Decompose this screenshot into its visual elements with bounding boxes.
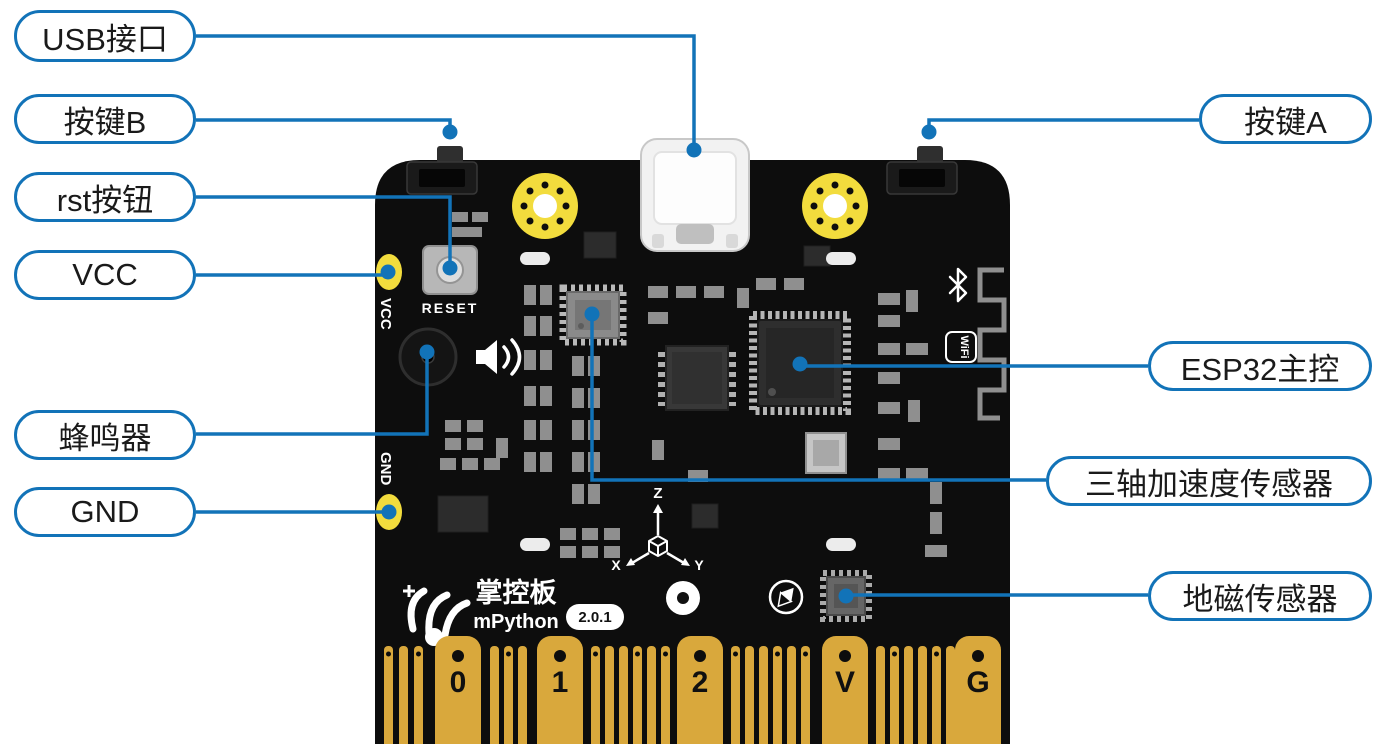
- xyz-axis-icon: Z X Y: [611, 485, 704, 573]
- esp32-dot: [792, 356, 808, 372]
- regulator-chip: [805, 432, 847, 474]
- vcc-pad-label: VCC: [377, 298, 394, 330]
- edge-pin-0: 0: [450, 666, 467, 699]
- flash-chip: [658, 345, 736, 411]
- mounting-hole-right: [802, 173, 868, 239]
- edge-pin-2: 2: [692, 666, 709, 699]
- logo-hand-icon: [403, 585, 471, 646]
- callout-magnetometer: 地磁传感器: [1148, 571, 1372, 621]
- usb-port-dot: [686, 142, 702, 158]
- version-badge: 2.0.1: [566, 604, 624, 630]
- accelerometer-line: [590, 316, 1046, 482]
- board-hole: [666, 581, 700, 615]
- silkscreen-ovals: [520, 252, 856, 551]
- usb-c-connector: [640, 138, 750, 252]
- callout-esp32: ESP32主控: [1148, 341, 1372, 391]
- edge-pin-g: G: [966, 666, 989, 699]
- version-label: 2.0.1: [578, 609, 611, 626]
- buzzer-line: [196, 354, 429, 436]
- callout-usb-port: USB接口: [14, 10, 196, 62]
- small-dark-chips: [437, 231, 831, 533]
- button-b-line: [196, 118, 452, 128]
- logo-cn: 掌控板: [476, 578, 557, 608]
- edge-connector: 0 1 2 V G: [384, 636, 1001, 744]
- button-a-dot: [921, 124, 937, 140]
- bluetooth-icon: [948, 267, 968, 303]
- gnd-pad-label: GND: [377, 452, 394, 486]
- callout-button-b: 按键B: [14, 94, 196, 144]
- logo-en: mPython: [473, 611, 559, 633]
- callout-gnd: GND: [14, 487, 196, 537]
- callout-button-a: 按键A: [1199, 94, 1372, 144]
- callout-accelerometer: 三轴加速度传感器: [1046, 456, 1372, 506]
- button-b-dot: [442, 124, 458, 140]
- callout-vcc: VCC: [14, 250, 196, 300]
- vcc-dot: [380, 264, 396, 280]
- connector-dots: [380, 124, 937, 604]
- wifi-label: WiFi: [958, 335, 970, 358]
- callout-buzzer: 蜂鸣器: [14, 410, 196, 460]
- speaker-icon: [476, 338, 522, 376]
- buzzer-dot: [419, 344, 435, 360]
- mounting-hole-left: [512, 173, 578, 239]
- accelerometer-dot: [584, 306, 600, 322]
- button-a: [886, 146, 958, 195]
- edge-pin-v: V: [835, 666, 855, 699]
- axis-y-label: Y: [694, 557, 704, 573]
- connector-lines: [196, 34, 1199, 597]
- button-a-line: [927, 118, 1199, 128]
- antenna-trace: [977, 267, 1007, 421]
- reset-label: RESET: [422, 300, 479, 316]
- magnetometer-dot: [838, 588, 854, 604]
- usb-port-line: [196, 34, 696, 148]
- button-b: [406, 146, 478, 195]
- axis-x-label: X: [611, 557, 621, 573]
- wifi-icon: WiFi: [945, 331, 977, 363]
- edge-pin-1: 1: [552, 666, 569, 699]
- rst-button-dot: [442, 260, 458, 276]
- rst-button-line: [196, 195, 452, 264]
- axis-z-label: Z: [653, 485, 662, 502]
- gnd-dot: [381, 504, 397, 520]
- compass-icon: [768, 579, 804, 615]
- callout-rst-button: rst按钮: [14, 172, 196, 222]
